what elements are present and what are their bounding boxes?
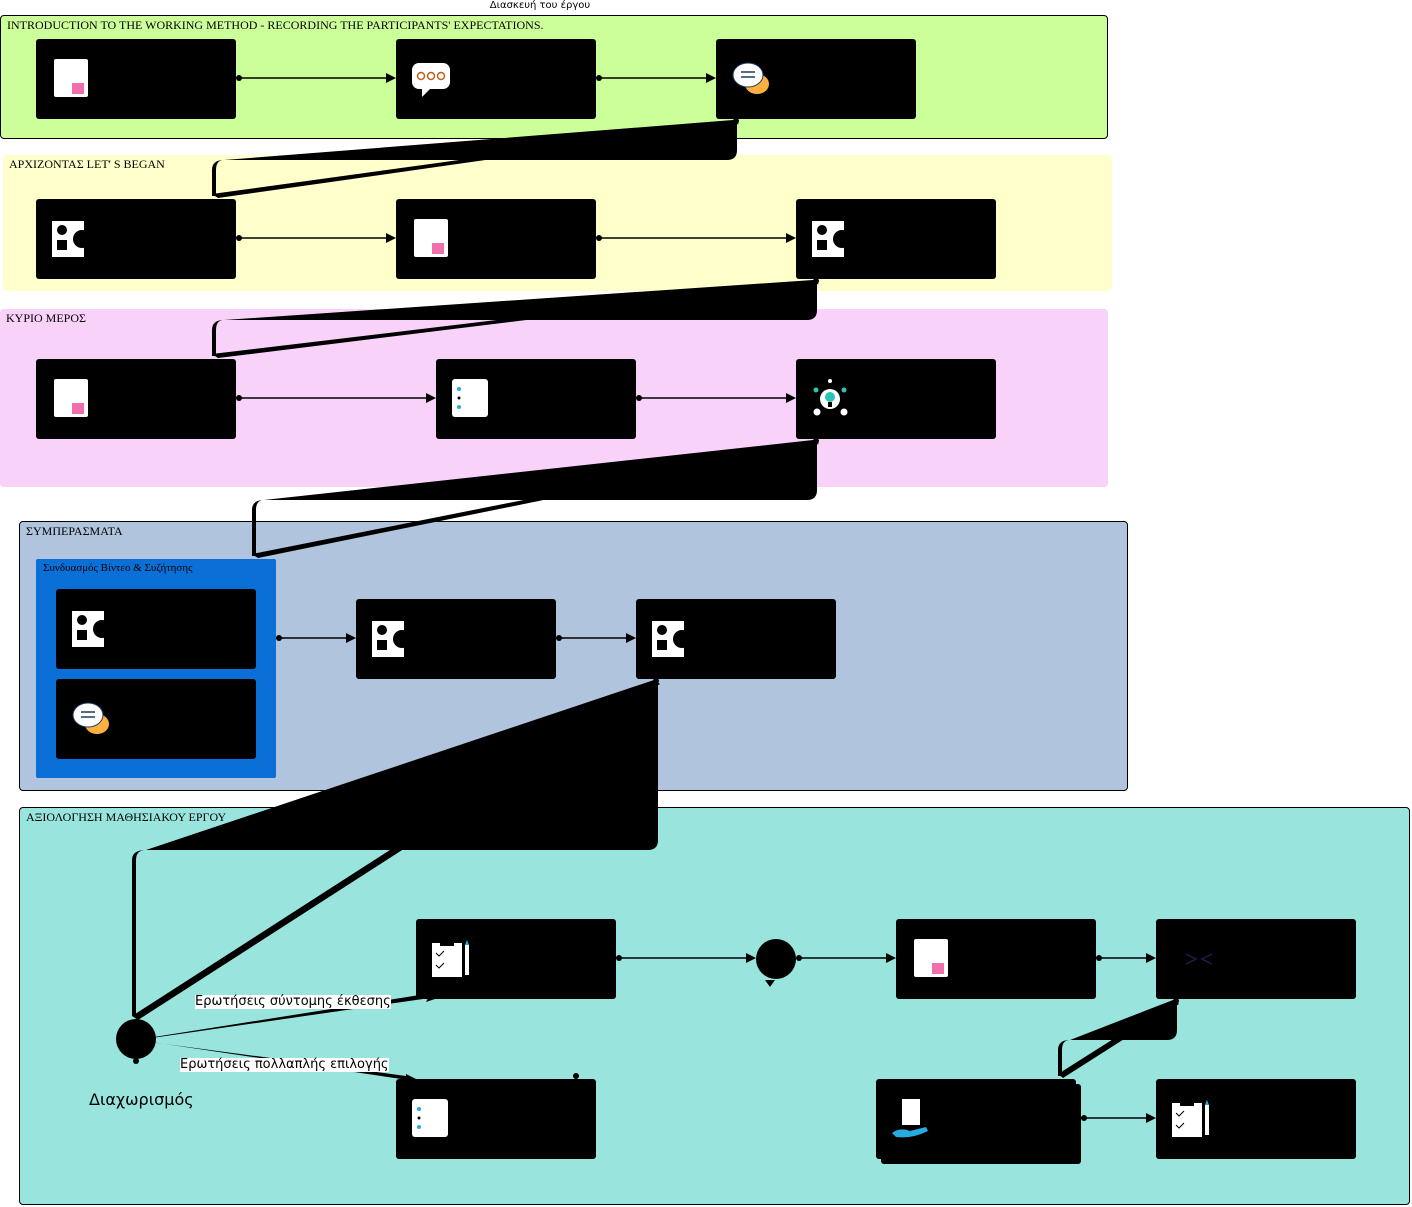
- task-start-2[interactable]: [396, 199, 596, 279]
- shapes-icon: [652, 621, 691, 657]
- page-icon: [54, 59, 88, 97]
- multiple-choice-label: Ερωτήσεις πολλαπλής επιλογής: [180, 1057, 389, 1072]
- task-main-2[interactable]: [436, 359, 636, 439]
- list-icon: [452, 379, 488, 417]
- lane-label: ΑΞΙΟΛΟΓΗΣΗ ΜΑΘΗΣΙΑΚΟΥ ΕΡΓΟΥ: [26, 810, 227, 824]
- diagram-title: Διασκευή του έργου: [489, 0, 591, 11]
- short-answer-label: Ερωτήσεις σύντομης έκθεσης: [195, 994, 391, 1009]
- task-discussion[interactable]: [56, 679, 256, 759]
- hand-document-icon: [892, 1099, 928, 1138]
- thick-flows: [132, 120, 1179, 1080]
- shapes-icon: [372, 621, 411, 657]
- task-eval-code[interactable]: [1156, 919, 1356, 999]
- task-conclusion-2[interactable]: [356, 599, 556, 679]
- task-main-1[interactable]: [36, 359, 236, 439]
- checklist-pencil-icon: [432, 940, 469, 977]
- lane-label: INTRODUCTION TO THE WORKING METHOD - REC…: [7, 18, 544, 32]
- task-final-check[interactable]: [1156, 1079, 1356, 1159]
- edge-lines: [238, 77, 1148, 1119]
- chat-bubble-icon: [412, 63, 450, 97]
- page-icon: [54, 379, 88, 417]
- edge-dots: [133, 75, 1179, 1121]
- task-submit[interactable]: [876, 1079, 1076, 1159]
- task-intro-2[interactable]: [396, 39, 596, 119]
- task-intro-1[interactable]: [36, 39, 236, 119]
- lightbulb-network-icon: [813, 379, 848, 416]
- task-main-3[interactable]: [796, 359, 996, 439]
- task-intro-3[interactable]: [716, 39, 916, 119]
- discussion-icon: [732, 62, 769, 94]
- task-start-1[interactable]: [36, 199, 236, 279]
- code-icon: [1185, 953, 1212, 965]
- split-label: Διαχωρισμός: [89, 1090, 194, 1109]
- split-gateway[interactable]: [116, 1019, 156, 1059]
- shapes-icon: [72, 611, 111, 647]
- shapes-icon: [52, 221, 91, 257]
- task-start-3[interactable]: [796, 199, 996, 279]
- task-video[interactable]: [56, 589, 256, 669]
- lane-label: ΣΥΜΠΕΡΑΣΜΑΤΑ: [26, 524, 123, 538]
- list-icon: [412, 1099, 448, 1137]
- task-short-answer[interactable]: [416, 919, 616, 999]
- lane-label: ΚΥΡΙΟ ΜΕΡΟΣ: [6, 311, 86, 325]
- task-multiple-choice[interactable]: [396, 1079, 596, 1159]
- task-conclusion-3[interactable]: [636, 599, 836, 679]
- group-label: Συνδυασμός Βίντεο & Συζήτησης: [43, 562, 193, 574]
- task-eval-page[interactable]: [896, 919, 1096, 999]
- merge-gateway[interactable]: [756, 939, 796, 979]
- shapes-icon: [812, 221, 851, 257]
- page-icon: [414, 219, 448, 257]
- checklist-pencil-icon: [1172, 1100, 1209, 1137]
- lane-label: ΑΡΧΙΖΟΝΤΑΣ LET' S BEGAN: [9, 157, 165, 171]
- discussion-icon: [72, 702, 109, 734]
- page-icon: [914, 939, 948, 977]
- arrow-heads: [346, 73, 1156, 1123]
